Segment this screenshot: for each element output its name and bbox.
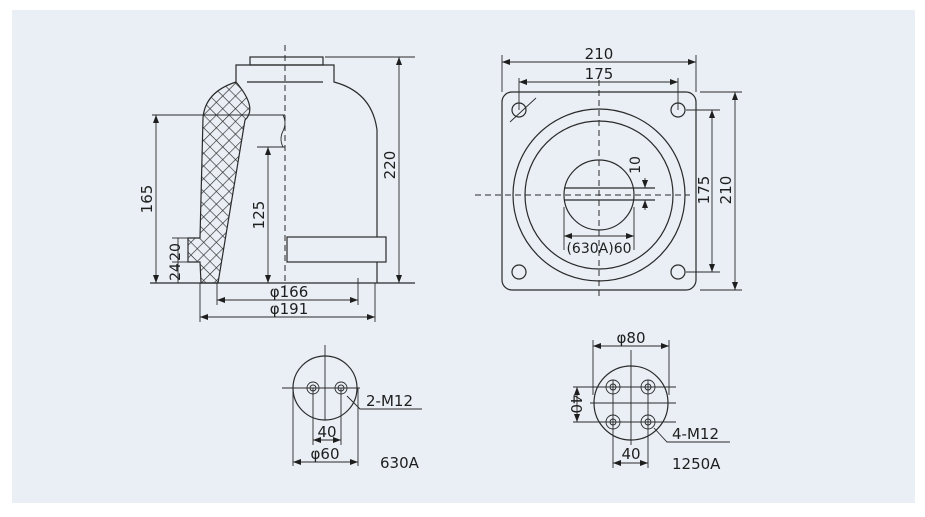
dim-phi60: φ60	[311, 445, 340, 463]
dim-width-210: 210	[585, 45, 614, 63]
terminal-630a: 40 φ60 2-M12 630A	[282, 345, 422, 472]
drawing-panel	[12, 10, 915, 503]
rating-630a: 630A	[380, 454, 420, 472]
bolt-spec-4m12: 4-M12	[672, 425, 719, 443]
bolt-spec-2m12: 2-M12	[366, 392, 413, 410]
dim-phi80: φ80	[617, 329, 646, 347]
side-view: 165 125 220 20 24 φ166 φ191	[138, 45, 415, 322]
dim-phi191: φ191	[270, 300, 309, 318]
dim-slot-10: 10	[628, 156, 644, 174]
dim-height-210: 210	[717, 176, 735, 205]
dim-125: 125	[250, 201, 268, 230]
rating-1250a: 1250A	[672, 455, 721, 473]
dim-bore-60: (630A)60	[566, 241, 631, 257]
dim-horizontal-40: 40	[621, 445, 640, 463]
flange	[286, 236, 387, 263]
top-cap	[249, 56, 324, 66]
dim-220: 220	[381, 151, 399, 180]
body-outline	[235, 64, 378, 237]
dim-phi166: φ166	[270, 283, 309, 301]
terminal-1250a: φ80 40 40 4-M12 1250A	[567, 329, 730, 473]
dim-165: 165	[138, 185, 156, 214]
dim-height-175: 175	[695, 176, 713, 205]
dim-width-175: 175	[585, 65, 614, 83]
dim-24: 24	[168, 263, 184, 281]
dim-20: 20	[168, 243, 184, 261]
front-view: 210 175 175 210 10 (630A)60	[475, 45, 742, 300]
dim-vertical-40: 40	[567, 394, 585, 413]
hatched-insulation	[187, 81, 251, 284]
dim-spacing-40: 40	[317, 423, 336, 441]
